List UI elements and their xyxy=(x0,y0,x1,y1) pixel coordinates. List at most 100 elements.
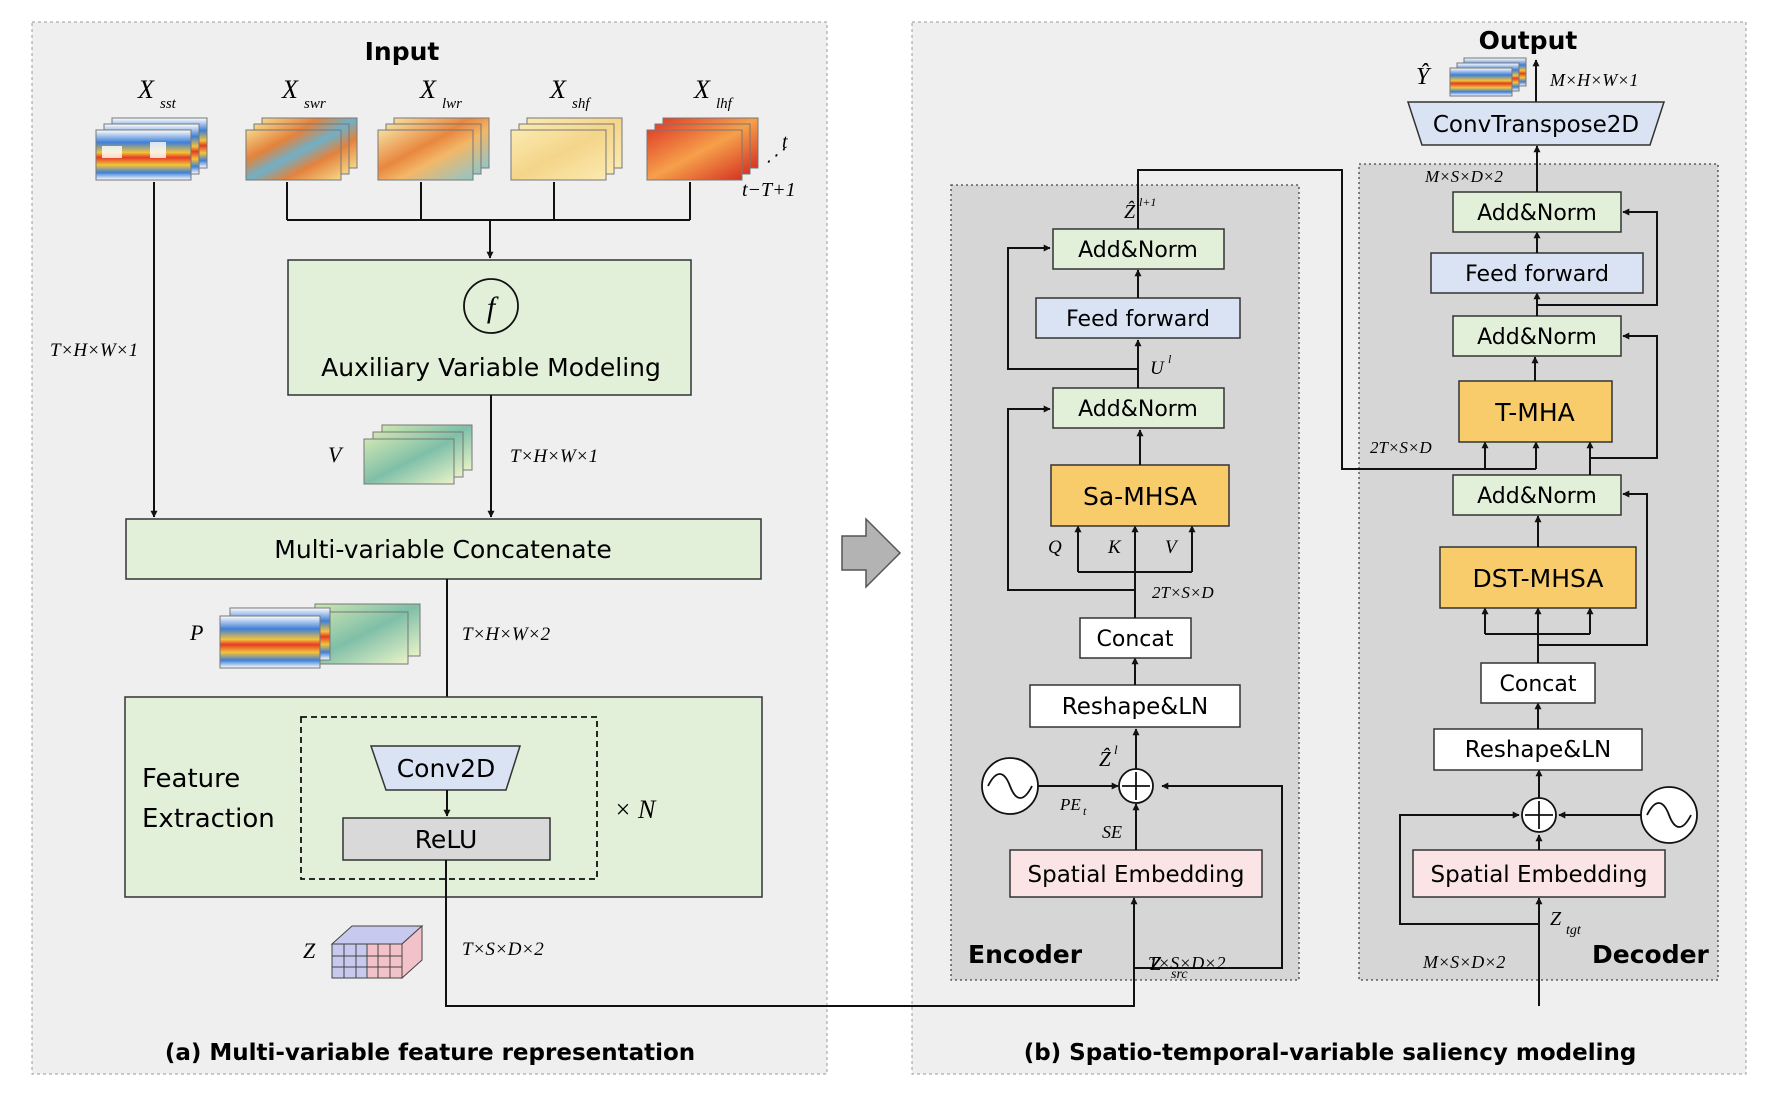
svg-text:sst: sst xyxy=(160,96,177,112)
decoder-title: Decoder xyxy=(1592,940,1710,969)
enc-se-label: SE xyxy=(1102,822,1122,842)
dec-concat-label: Concat xyxy=(1500,672,1577,697)
feature-extraction-label-2: Extraction xyxy=(142,804,275,834)
dec-spatial-embedding-label: Spatial Embedding xyxy=(1431,862,1648,888)
aux-variable-modeling-box xyxy=(287,259,692,396)
aux-merge-connectors xyxy=(286,182,691,259)
var-label-sst: X sst xyxy=(137,75,177,112)
dim-label-output: M×H×W×1 xyxy=(1549,70,1638,90)
enc-input-to-plus-connector xyxy=(1134,782,1283,969)
multi-variable-concatenate-box xyxy=(125,518,762,580)
repeat-block-dashed xyxy=(300,716,598,880)
times-n-label: × N xyxy=(614,795,657,824)
dec-feed-forward-label: Feed forward xyxy=(1465,262,1609,287)
svg-text:X: X xyxy=(281,75,299,104)
enc-reshape-ln-label: Reshape&LN xyxy=(1062,694,1208,720)
svg-text:t: t xyxy=(782,131,788,153)
encoder-title: Encoder xyxy=(968,940,1083,969)
relu-label: ReLU xyxy=(415,825,478,854)
enc-pe-sub: t xyxy=(1083,804,1087,818)
dec-add-norm-mid-label: Add&Norm xyxy=(1477,325,1597,350)
dec-residual-2 xyxy=(1590,332,1658,459)
enc-feed-forward-box xyxy=(1035,297,1241,339)
enc-z-next-label: Ẑ xyxy=(1124,200,1136,223)
enc-concat-box xyxy=(1079,617,1192,659)
v-label: V xyxy=(328,442,344,467)
multi-variable-concatenate-label: Multi-variable Concatenate xyxy=(274,535,611,564)
dec-add-norm-top-label: Add&Norm xyxy=(1477,201,1597,226)
enc-add-norm-mid-label: Add&Norm xyxy=(1078,397,1198,422)
dec-concat-box xyxy=(1480,662,1596,704)
enc-residual-1 xyxy=(1007,405,1135,591)
map-stack-p xyxy=(219,603,421,669)
sa-mhsa-label: Sa-MHSA xyxy=(1083,482,1197,511)
dec-reshape-ln-box xyxy=(1433,728,1643,771)
z-tensor-cube xyxy=(330,924,424,980)
enc-feed-forward-label: Feed forward xyxy=(1066,307,1210,332)
enc-residual-2 xyxy=(1007,244,1138,370)
enc-v-label: V xyxy=(1165,537,1179,558)
enc-add-norm-top-box xyxy=(1052,228,1225,270)
enc-u-sup: l xyxy=(1168,352,1172,366)
time-axis-labels: t ⋰ t−T+1 xyxy=(742,131,796,201)
conv-transpose2d-trapezoid xyxy=(1406,101,1666,146)
enc-reshape-ln-box xyxy=(1029,684,1241,728)
var-label-lhf: X lhf xyxy=(693,75,734,112)
svg-text:lhf: lhf xyxy=(716,96,734,112)
feature-extraction-label-1: Feature xyxy=(142,764,240,794)
enc-dim-in-label: T×S×D×2 xyxy=(1148,953,1225,973)
svg-text:lwr: lwr xyxy=(442,96,462,112)
z-label: Z xyxy=(303,938,316,963)
enc-k-label: K xyxy=(1107,537,1122,558)
conv2d-label: Conv2D xyxy=(397,754,496,783)
feature-extraction-box xyxy=(124,696,763,898)
svg-text:t−T+1: t−T+1 xyxy=(742,179,796,201)
dec-feed-forward-box xyxy=(1430,252,1644,294)
conv2d-trapezoid xyxy=(369,745,522,791)
conv-transpose2d-label: ConvTranspose2D xyxy=(1433,112,1639,138)
dec-add-norm-low-label: Add&Norm xyxy=(1477,484,1597,509)
dim-label-sst: T×H×W×1 xyxy=(50,340,138,361)
enc-z-hat-sup: l xyxy=(1114,742,1118,757)
dst-mhsa-box xyxy=(1439,546,1637,609)
output-title: Output xyxy=(1479,26,1578,55)
enc-z-next-sup: l+1 xyxy=(1139,195,1156,209)
enc-q-label: Q xyxy=(1048,537,1062,558)
dec-z-tgt-sub: tgt xyxy=(1566,923,1582,938)
svg-text:X: X xyxy=(693,75,711,104)
aux-variable-modeling-label: Auxiliary Variable Modeling xyxy=(321,353,661,382)
dec-z-tgt-label: Z xyxy=(1550,908,1562,930)
map-stack-shf xyxy=(510,117,623,181)
enc-concat-label: Concat xyxy=(1097,627,1174,652)
enc-z-src-label: Z xyxy=(1150,953,1162,975)
map-stack-v xyxy=(363,424,473,485)
dec-spatial-embedding-box xyxy=(1412,849,1666,898)
dst-mhsa-label: DST-MHSA xyxy=(1473,564,1604,593)
map-stack-lhf xyxy=(646,117,759,181)
dec-reshape-ln-label: Reshape&LN xyxy=(1465,737,1611,763)
var-label-shf: X shf xyxy=(549,75,591,112)
svg-text:X: X xyxy=(549,75,567,104)
dec-input-to-plus-connector xyxy=(1399,811,1539,925)
enc-add-norm-top-label: Add&Norm xyxy=(1078,238,1198,263)
z-to-encoder-connector xyxy=(445,860,1138,1007)
enc-u-label: U xyxy=(1150,358,1165,379)
map-stack-swr xyxy=(245,117,358,181)
var-label-swr: X swr xyxy=(281,75,326,112)
y-hat-label: Ŷ xyxy=(1416,64,1432,90)
sa-mhsa-box xyxy=(1050,464,1230,527)
enc-z-hat-label: Ẑ xyxy=(1099,747,1111,771)
dim-label-p: T×H×W×2 xyxy=(462,624,551,645)
svg-text:swr: swr xyxy=(304,96,326,112)
svg-text:shf: shf xyxy=(572,96,591,112)
enc-dim-qkv-label: 2T×S×D xyxy=(1152,583,1214,602)
panel-transition-arrow xyxy=(841,517,902,589)
panel-a-caption: (a) Multi-variable feature representatio… xyxy=(165,1040,695,1066)
dec-add-norm-low-box xyxy=(1452,474,1622,516)
enc-spatial-embedding-box xyxy=(1009,849,1263,898)
dim-label-z: T×S×D×2 xyxy=(462,939,544,960)
input-title: Input xyxy=(365,37,440,66)
svg-text:⋰: ⋰ xyxy=(766,145,786,165)
dec-add-norm-mid-box xyxy=(1452,315,1622,357)
